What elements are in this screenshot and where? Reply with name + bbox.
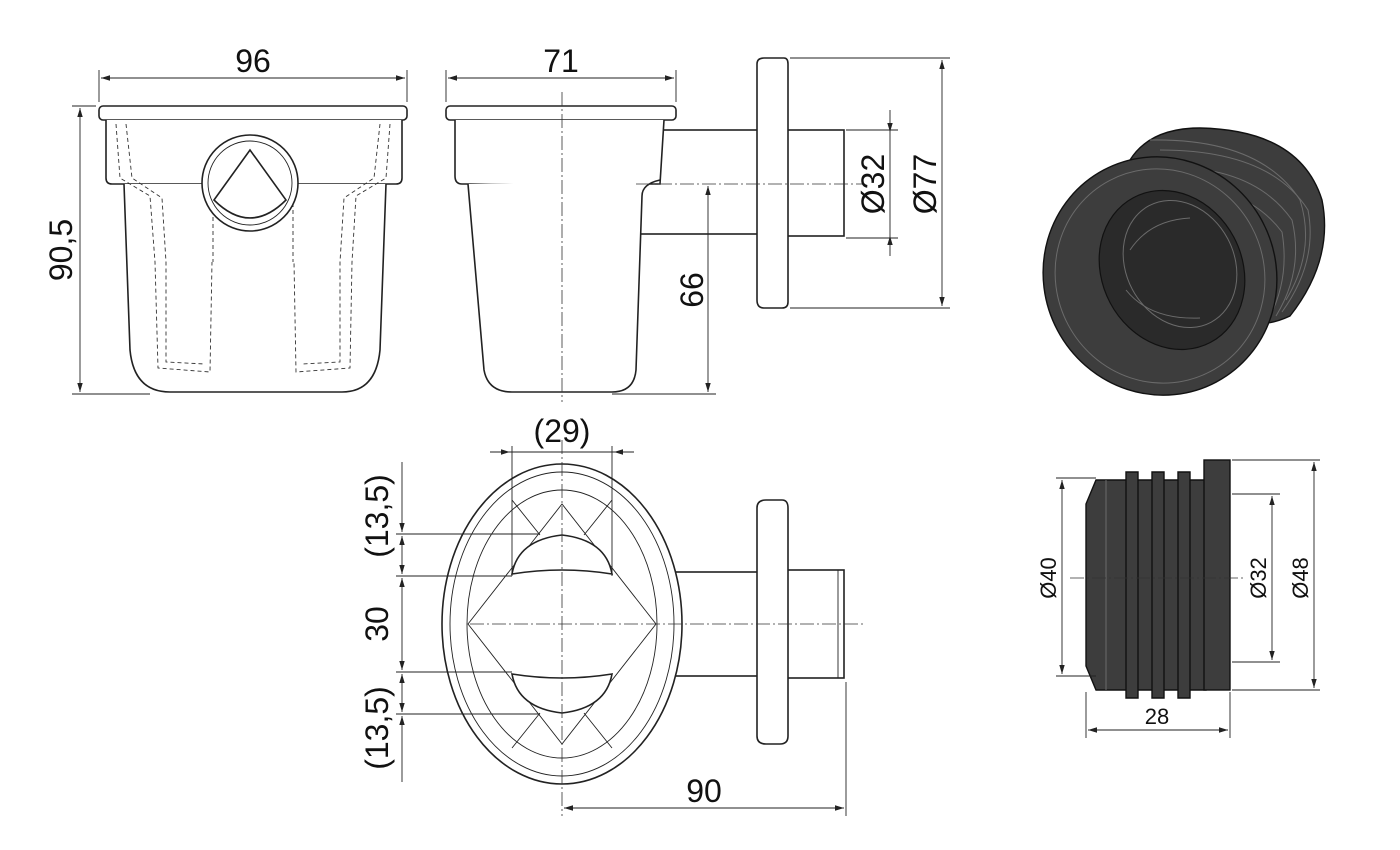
seal-length-label: 28 xyxy=(1145,704,1169,729)
top-upper-offset-label: (13,5) xyxy=(359,474,395,558)
top-opening-width-label: (29) xyxy=(534,413,591,449)
top-lower-offset-label: (13,5) xyxy=(359,686,395,770)
seal-section-view: Ø40 Ø32 Ø48 28 xyxy=(1036,459,1320,738)
top-outlet-length-label: 90 xyxy=(686,773,722,809)
seal-outer-diameter-label: Ø48 xyxy=(1288,557,1313,599)
front-height-label: 90,5 xyxy=(43,219,79,281)
front-width-label: 96 xyxy=(235,43,271,79)
front-view: 96 90,5 xyxy=(43,43,408,395)
flange-diameter-label: Ø77 xyxy=(907,154,943,214)
top-middle-gap-label: 30 xyxy=(359,606,395,642)
outlet-diameter-label: Ø32 xyxy=(855,154,891,214)
seal-inner-diameter-label: Ø40 xyxy=(1036,557,1061,599)
side-width-label: 71 xyxy=(543,43,579,79)
seal-outlet-diameter-label: Ø32 xyxy=(1246,557,1271,599)
side-view: 71 66 Ø32 Ø77 xyxy=(445,43,950,402)
top-view: (29) (13,5) 30 (13,5) 90 xyxy=(359,413,866,816)
side-outlet-height-label: 66 xyxy=(674,272,710,308)
seal-3d-view xyxy=(1042,127,1326,396)
